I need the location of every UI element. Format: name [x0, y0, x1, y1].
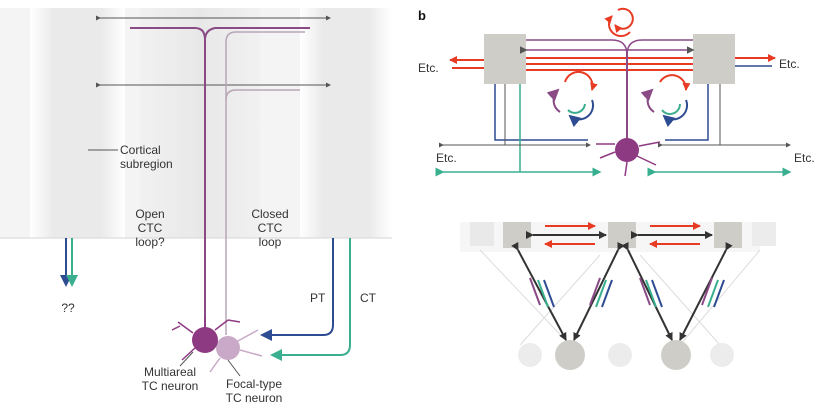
- closed-ct-axon: [270, 238, 351, 361]
- panel-b: b Etc. Etc. Etc.: [418, 7, 815, 370]
- focal-neuron: [209, 329, 263, 373]
- triad-3: [639, 277, 663, 308]
- network-diag-1: [511, 241, 567, 341]
- triad-4: [701, 277, 725, 308]
- unknown-target-label: ??: [61, 301, 75, 315]
- network-node-3: [714, 222, 742, 248]
- network-diag-4: [679, 241, 733, 341]
- closed-label-2: CTC: [258, 221, 283, 235]
- closed-label-1: Closed: [251, 207, 288, 221]
- thalamic-node-1: [555, 340, 585, 370]
- pt-label: PT: [310, 291, 326, 305]
- focal-label-1: Focal-type: [226, 377, 282, 391]
- multiareal-label-2: TC neuron: [142, 379, 199, 393]
- network-diag-3: [621, 241, 673, 341]
- open-label-2: CTC: [138, 221, 163, 235]
- top-loop-icon: [604, 7, 634, 38]
- focal-label-2: TC neuron: [226, 391, 283, 405]
- faint-link-2: [519, 254, 601, 346]
- left-loop-icon: [546, 70, 598, 128]
- focal-axon-branch: [225, 89, 300, 101]
- right-loop-icon: [640, 74, 691, 128]
- network-node-faint-2: [752, 222, 776, 246]
- right-pt-line: [665, 84, 709, 141]
- faint-link-4: [679, 249, 761, 346]
- open-label-1: Open: [135, 207, 164, 221]
- cortical-subregion-label-2: subregion: [120, 157, 173, 171]
- triad-1: [529, 277, 555, 308]
- network-node-2: [608, 222, 636, 248]
- multiareal-axon-left-branch: [130, 27, 206, 41]
- multiareal-neuron: [171, 318, 241, 361]
- left-pt-line: [494, 84, 588, 141]
- ct-label: CT: [360, 291, 377, 305]
- focal-axon: [225, 31, 305, 335]
- open-label-3: loop?: [135, 235, 165, 249]
- etc-left-bottom-label: Etc.: [436, 151, 457, 165]
- thalamic-node-2: [661, 340, 691, 370]
- panel-a: a Cortical subregion Open CTC loop? Clos…: [0, 8, 392, 405]
- thalamic-node-faint-1: [518, 343, 542, 367]
- cortical-column-left: [30, 8, 125, 238]
- thalamic-node-faint-3: [710, 343, 734, 367]
- network-node-1: [503, 222, 531, 248]
- b-neuron-axon-right: [626, 39, 693, 56]
- network-diagram: [460, 222, 776, 370]
- triad-2: [589, 277, 613, 308]
- etc-right-bottom-label: Etc.: [794, 151, 815, 165]
- panel-b-letter: b: [418, 8, 426, 23]
- closed-pt-axon: [260, 238, 334, 341]
- network-diag-2: [573, 241, 625, 341]
- cortical-subregion-label-1: Cortical: [120, 143, 161, 157]
- cortical-column-right: [300, 8, 392, 238]
- b-multiareal-neuron: [596, 138, 661, 177]
- closed-label-3: loop: [259, 235, 282, 249]
- multiareal-pointer: [179, 351, 194, 367]
- multiareal-label-1: Multiareal: [144, 365, 196, 379]
- etc-right-top-label: Etc.: [779, 57, 800, 71]
- network-node-faint-1: [470, 222, 494, 246]
- thalamic-node-faint-2: [608, 343, 632, 367]
- cortical-area-right: [693, 34, 735, 84]
- cortical-column-middle: [140, 8, 260, 238]
- cortical-area-left: [484, 34, 526, 84]
- focal-pointer: [227, 359, 241, 377]
- etc-left-top-label: Etc.: [418, 61, 439, 75]
- b-neuron-axon-left: [526, 39, 628, 56]
